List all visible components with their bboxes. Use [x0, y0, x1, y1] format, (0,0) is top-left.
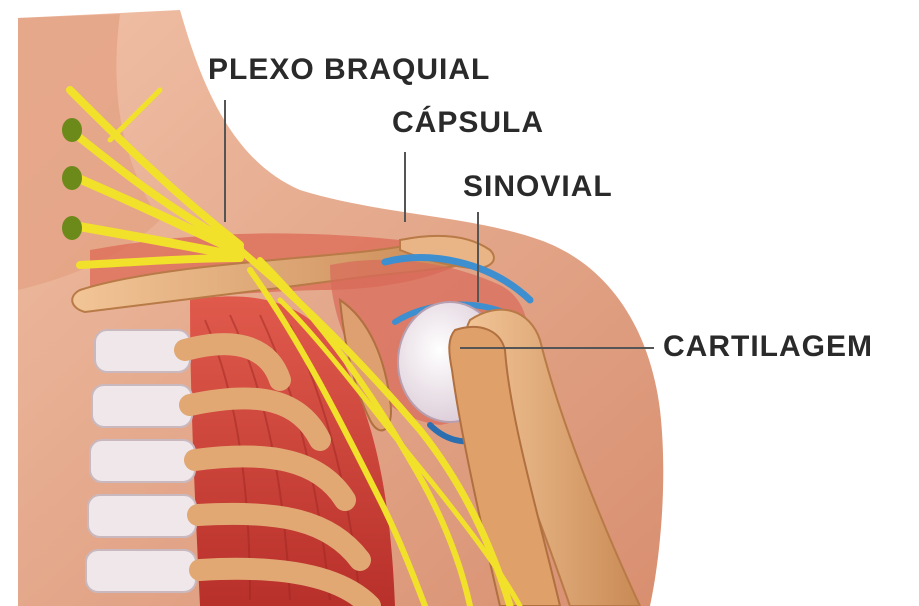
rib-cartilage — [86, 330, 196, 592]
label-brachial-plexus: PLEXO BRAQUIAL — [208, 55, 490, 85]
label-synovial: SINOVIAL — [463, 172, 613, 202]
label-capsule: CÁPSULA — [392, 108, 544, 138]
nerve-roots — [62, 118, 82, 240]
label-cartilage: CARTILAGEM — [663, 332, 873, 362]
